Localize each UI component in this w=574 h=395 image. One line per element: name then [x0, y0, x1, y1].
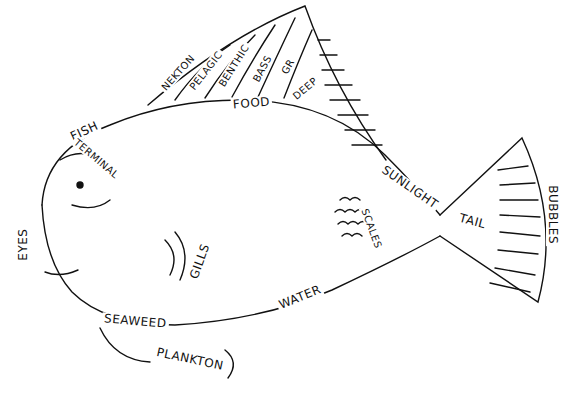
mouth-line: [45, 270, 78, 275]
word-label: PLANKTON: [153, 346, 226, 374]
eye-dot: [77, 182, 83, 188]
gill-lines: [165, 232, 185, 280]
fin-hatching: [318, 40, 382, 145]
dorsal-fin: [148, 6, 386, 160]
tail-fin: [440, 138, 546, 302]
word-label: BUBBLES: [545, 184, 558, 247]
word-label: SCALES: [359, 205, 385, 251]
word-label: SEAWEED: [101, 313, 168, 332]
fin-label: BENTHIC: [216, 40, 253, 90]
word-label: EYES: [17, 227, 30, 263]
word-label: GILLS: [187, 241, 213, 283]
word-label: SUNLIGHT: [378, 163, 442, 214]
word-label: WATER: [275, 283, 325, 313]
word-label: TAIL: [455, 212, 488, 233]
tail-stripes: [490, 166, 540, 292]
body-top-outline: [42, 100, 440, 215]
fin-label: DEEP: [289, 73, 321, 102]
body-bottom-outline: [42, 205, 440, 325]
word-label: FOOD: [231, 96, 273, 113]
fin-label: GR: [278, 55, 297, 78]
word-label: TERMINAL: [70, 135, 122, 181]
plankton-bracket: [100, 328, 233, 378]
